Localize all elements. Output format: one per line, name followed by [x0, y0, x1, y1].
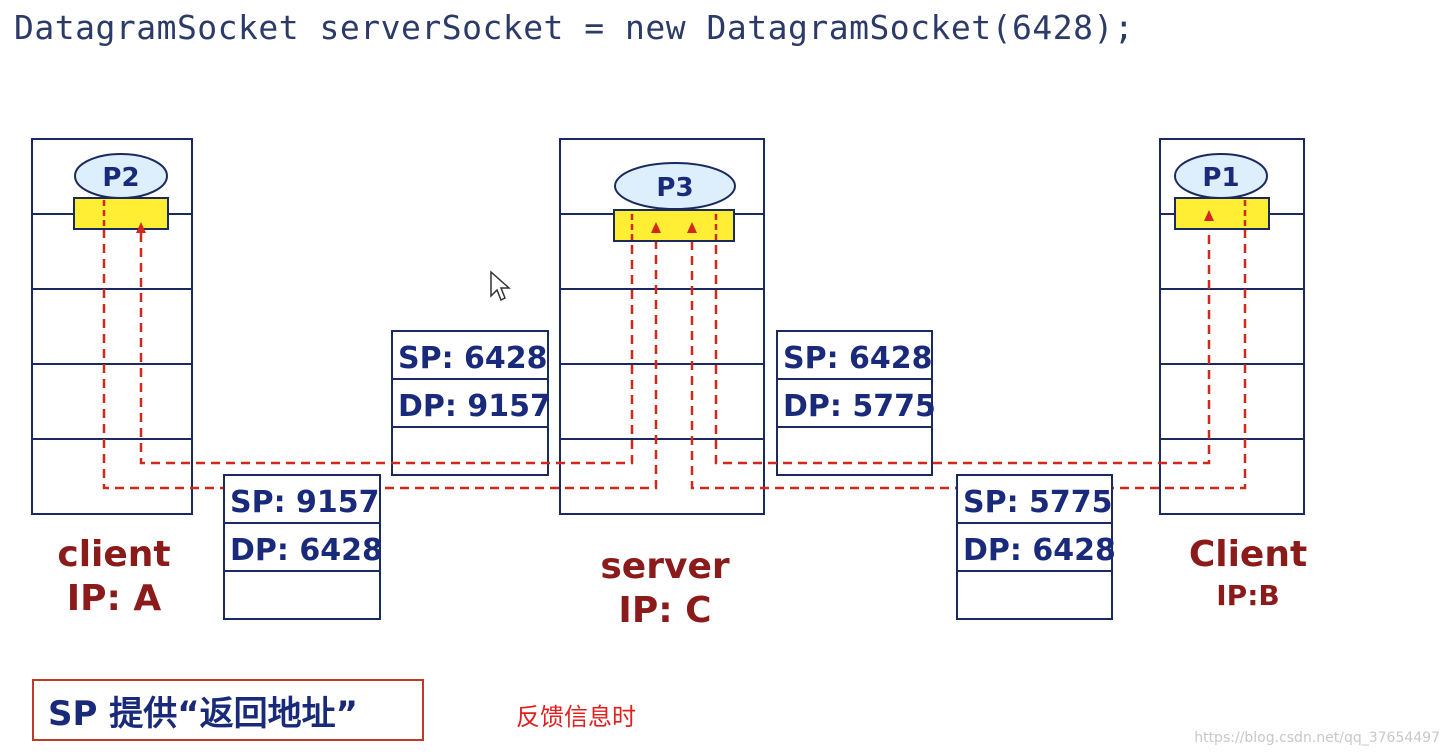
process-label: P2	[102, 163, 139, 193]
sp-note-text: SP 提供“返回地址”	[48, 693, 358, 734]
feedback-annotation: 反馈信息时	[516, 703, 636, 731]
process-label: P3	[656, 173, 693, 203]
segment-server-to-b: SP: 6428 DP: 5775	[776, 330, 936, 476]
arrowhead-icon	[687, 222, 697, 233]
segment-sp: SP: 9157	[230, 485, 380, 520]
process-p3: P3	[614, 162, 736, 210]
segment-dp: DP: 6428	[230, 533, 383, 568]
segment-dp: DP: 6428	[963, 533, 1116, 568]
segment-sp: SP: 6428	[398, 341, 548, 376]
segment-sp: SP: 6428	[783, 341, 933, 376]
watermark: https://blog.csdn.net/qq_37654497	[1194, 730, 1440, 746]
host-ip: IP:B	[1216, 579, 1280, 612]
socket-client-a	[73, 197, 169, 230]
process-label: P1	[1202, 163, 1239, 193]
arrowhead-icon	[136, 222, 146, 233]
host-label-client-a: client IP: A	[46, 534, 182, 622]
host-label-client-b: Client IP:B	[1180, 534, 1316, 616]
process-p1: P1	[1174, 153, 1268, 199]
segment-server-to-a: SP: 6428 DP: 9157	[391, 330, 551, 476]
mouse-cursor-icon	[490, 270, 511, 302]
socket-server	[613, 209, 735, 242]
code-line: DatagramSocket serverSocket = new Datagr…	[14, 8, 1135, 47]
segment-dp: DP: 9157	[398, 389, 551, 424]
segment-dp: DP: 5775	[783, 389, 936, 424]
host-ip: IP: C	[618, 590, 712, 631]
socket-client-b	[1174, 197, 1270, 230]
arrowhead-icon	[651, 222, 661, 233]
dashed-paths	[102, 229, 1247, 490]
path-server-to-b	[714, 230, 1211, 465]
segment-a-to-server: SP: 9157 DP: 6428	[223, 474, 383, 620]
host-label-server: server IP: C	[590, 546, 740, 634]
arrowhead-icon	[1204, 210, 1214, 221]
segment-sp: SP: 5775	[963, 485, 1113, 520]
host-ip: IP: A	[66, 578, 162, 619]
process-p2: P2	[74, 153, 168, 199]
segment-b-to-server: SP: 5775 DP: 6428	[956, 474, 1116, 620]
host-name: server	[600, 546, 730, 587]
host-name: client	[57, 534, 171, 575]
host-name: Client	[1188, 534, 1308, 575]
path-server-to-a	[139, 230, 634, 465]
socket-arrows	[102, 200, 1247, 241]
sp-return-address-note: SP 提供“返回地址”	[32, 679, 424, 741]
